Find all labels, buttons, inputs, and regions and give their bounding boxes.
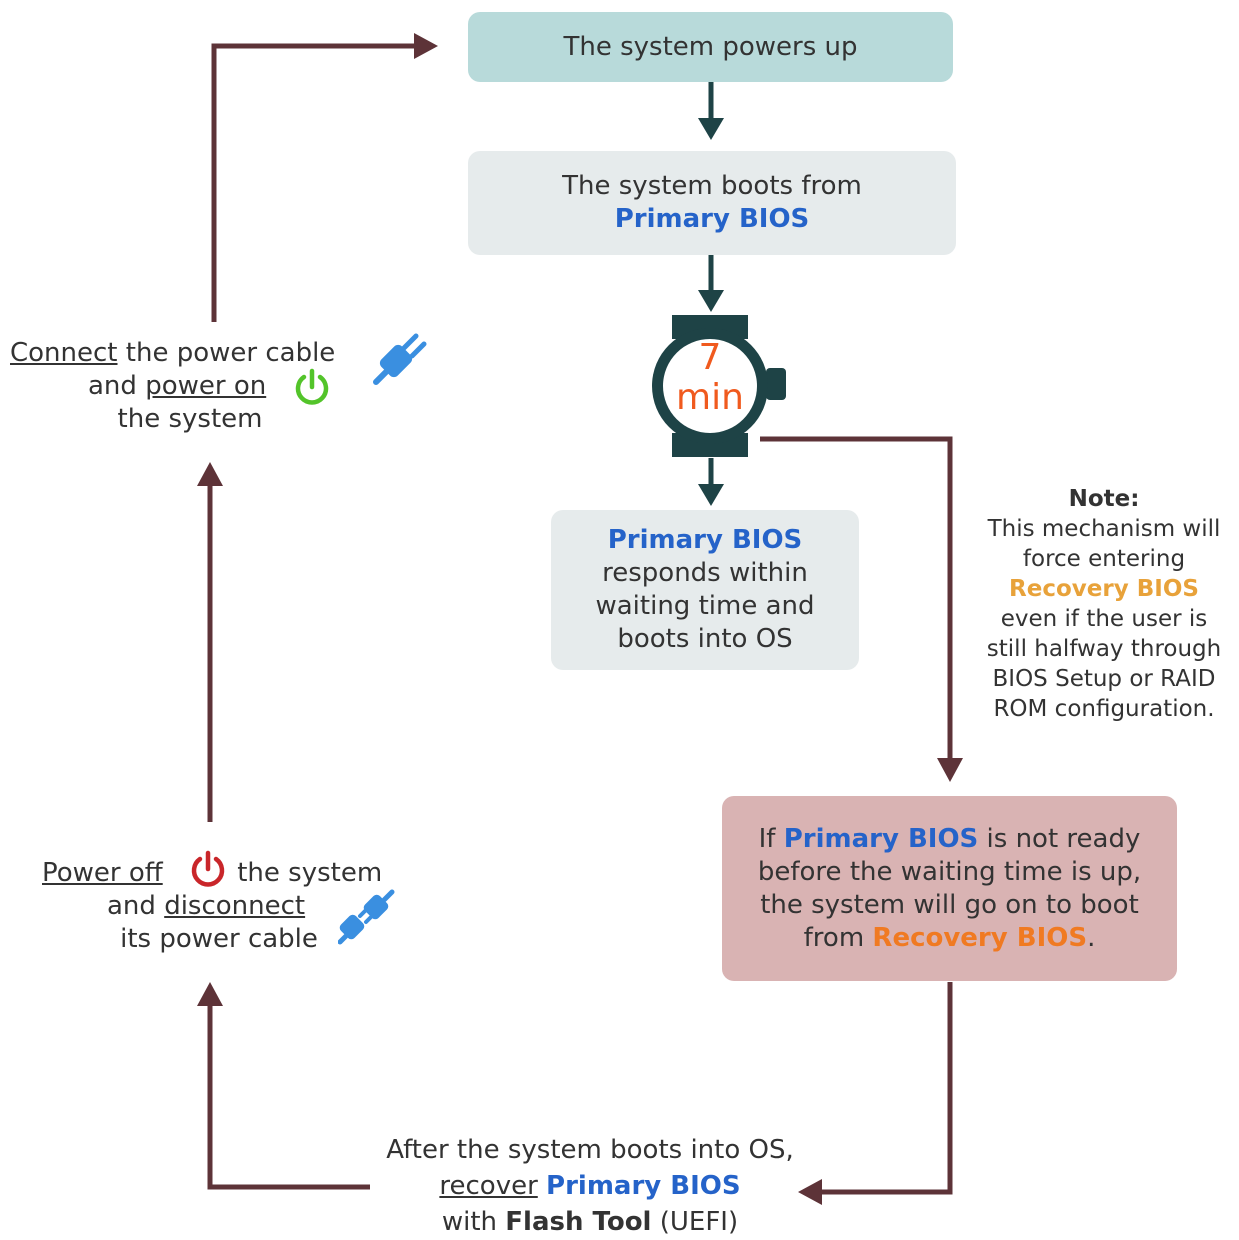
step-recover: After the system boots into OS, recover … bbox=[360, 1132, 820, 1240]
note-line: even if the user is bbox=[1000, 606, 1208, 632]
node-boots-from-primary: The system boots from Primary BIOS bbox=[468, 151, 956, 255]
plug-connect-icon bbox=[373, 333, 427, 385]
connect-rest: the power cable bbox=[125, 338, 336, 368]
primary-bios-label: Primary BIOS bbox=[546, 1171, 741, 1201]
stopwatch-icon bbox=[652, 315, 786, 457]
and-word: and bbox=[88, 371, 137, 401]
node-text: The system boots from bbox=[562, 171, 862, 201]
plug-disconnect-icon bbox=[338, 889, 395, 945]
timer-unit: min bbox=[676, 377, 744, 418]
arrow-not-ready-to-recover bbox=[798, 982, 953, 1205]
and-word: and bbox=[107, 891, 156, 921]
primary-bios-label: Primary BIOS bbox=[783, 823, 979, 854]
node-system-powers-up: The system powers up bbox=[468, 12, 953, 82]
uefi-label: (UEFI) bbox=[659, 1207, 739, 1237]
primary-bios-label: Primary BIOS bbox=[607, 525, 803, 555]
power-on-icon bbox=[295, 368, 329, 405]
arrow-timer-to-not-ready bbox=[760, 436, 963, 782]
node-primary-not-ready: If Primary BIOS is not ready before the … bbox=[722, 796, 1177, 981]
poweroff-rest: the system bbox=[237, 858, 383, 888]
arrow-timer-to-responds bbox=[698, 458, 724, 506]
with-word: with bbox=[441, 1207, 498, 1237]
power-off-word: Power off bbox=[42, 858, 163, 888]
arrow-powerup-to-boot bbox=[698, 82, 724, 140]
recovery-bios-label: Recovery BIOS bbox=[872, 922, 1088, 953]
arrow-poweroff-to-connect bbox=[197, 462, 223, 822]
step-connect-line3: the system bbox=[117, 404, 263, 434]
node-text-line: from Recovery BIOS. bbox=[804, 922, 1096, 955]
step-poweroff-line1: Power off the system bbox=[42, 857, 422, 890]
word: If bbox=[758, 823, 776, 854]
recovery-bios-label: Recovery BIOS bbox=[1009, 576, 1199, 602]
note-line: ROM configuration. bbox=[993, 696, 1215, 722]
step-connect-line2: and power on bbox=[88, 370, 288, 403]
note-line: force entering bbox=[1022, 546, 1186, 572]
disconnect-word: disconnect bbox=[164, 891, 306, 921]
connect-word: Connect bbox=[10, 338, 118, 368]
word: from bbox=[803, 922, 865, 953]
period: . bbox=[1087, 922, 1096, 953]
note-title: Note: bbox=[1068, 486, 1140, 512]
node-text-line: the system will go on to boot bbox=[760, 889, 1139, 920]
node-text-line: waiting time and bbox=[595, 591, 815, 621]
primary-bios-label: Primary BIOS bbox=[614, 204, 810, 234]
node-text: The system powers up bbox=[563, 31, 858, 62]
node-primary-responds: Primary BIOS responds within waiting tim… bbox=[551, 510, 859, 670]
node-text-line: If Primary BIOS is not ready bbox=[759, 823, 1141, 856]
arrow-connect-to-powerup bbox=[211, 33, 438, 322]
node-text-line: boots into OS bbox=[617, 624, 793, 654]
arrow-recover-to-poweroff bbox=[197, 982, 370, 1190]
note-line: still halfway through bbox=[986, 636, 1222, 662]
node-text-line: before the waiting time is up, bbox=[757, 856, 1142, 887]
word: is not ready bbox=[986, 823, 1141, 854]
power-on-word: power on bbox=[145, 371, 267, 401]
recover-line2: recover Primary BIOS bbox=[360, 1168, 820, 1204]
recover-line1: After the system boots into OS, bbox=[386, 1135, 794, 1165]
flash-tool-label: Flash Tool bbox=[505, 1207, 652, 1237]
step-poweroff-line2: and disconnect bbox=[107, 890, 347, 923]
note-line: BIOS Setup or RAID bbox=[992, 666, 1216, 692]
arrow-boot-to-timer bbox=[698, 254, 724, 312]
note-line: This mechanism will bbox=[987, 516, 1221, 542]
power-off-icon bbox=[191, 850, 225, 887]
note-block: Note: This mechanism will force entering… bbox=[968, 484, 1239, 724]
recover-word: recover bbox=[439, 1171, 538, 1201]
timer-value: 7 bbox=[698, 337, 722, 378]
step-poweroff-line3: its power cable bbox=[120, 924, 318, 954]
step-connect-line1: Connect the power cable bbox=[10, 337, 370, 370]
recover-line3: with Flash Tool (UEFI) bbox=[360, 1204, 820, 1240]
node-text-line: responds within bbox=[602, 558, 808, 588]
